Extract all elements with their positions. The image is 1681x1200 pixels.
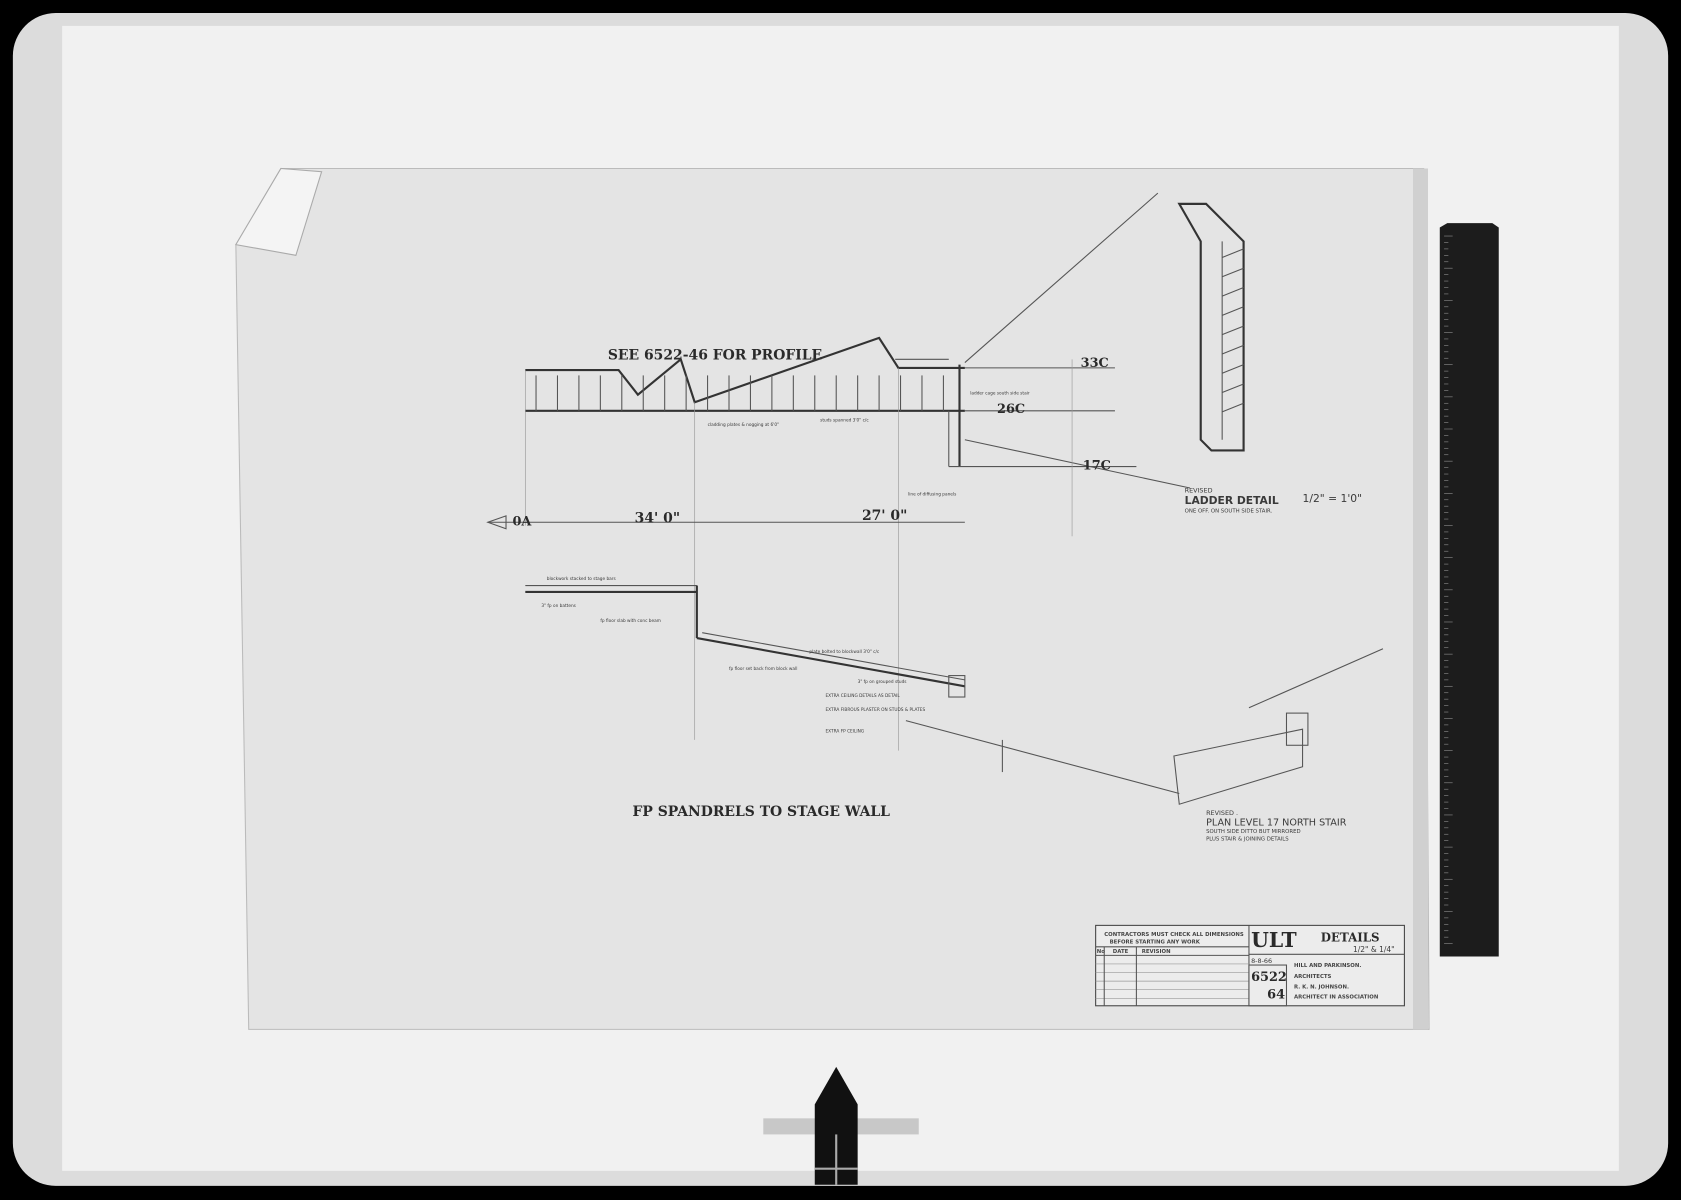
section-note: blockwork stacked to stage bars	[547, 576, 617, 582]
folded-corner	[234, 167, 323, 256]
col-date: DATE	[1113, 949, 1129, 955]
architect-1: HILL AND PARKINSON.	[1294, 963, 1361, 969]
ladder-rung	[1221, 325, 1244, 336]
section-note: 3" fp on battens	[541, 603, 576, 609]
drawing-sheet	[234, 167, 1430, 1030]
sheet-title: DETAILS	[1321, 930, 1380, 944]
contractors-note-2: BEFORE STARTING ANY WORK	[1110, 940, 1201, 946]
ladder-rung	[1221, 383, 1244, 394]
section-title: FP SPANDRELS TO STAGE WALL	[633, 804, 891, 820]
ladder-revised: REVISED	[1185, 486, 1213, 494]
section-note: EXTRA CEILING DETAILS AS DETAIL	[825, 693, 900, 699]
ladder-rung	[1221, 286, 1244, 297]
level-26c: 26C	[997, 402, 1025, 417]
sheet-number: 64	[1267, 987, 1285, 1002]
dimension-34ft: 34' 0"	[635, 510, 680, 526]
ladder-rung	[1221, 344, 1244, 355]
grid-label-0a: 0A	[512, 514, 532, 529]
section-note: fp floor set back from block wall	[729, 666, 797, 672]
spandrel-elevation: SEE 6522-46 FOR PROFILE 33C 26C 17C stud…	[486, 192, 1191, 751]
profile-note: SEE 6522-46 FOR PROFILE	[608, 347, 822, 363]
ladder-detail: REVISED LADDER DETAIL 1/2" = 1'0" ONE OF…	[1177, 202, 1363, 515]
sheet-scale: 1/2" & 1/4"	[1353, 945, 1395, 954]
contractors-note: CONTRACTORS MUST CHECK ALL DIMENSIONS	[1104, 932, 1244, 938]
ladder-scale: 1/2" = 1'0"	[1303, 492, 1363, 505]
stair-sub2: PLUS STAIR & JOINING DETAILS	[1206, 837, 1289, 843]
section-note: EXTRA FIBROUS PLASTER ON STUDS & PLATES	[825, 707, 925, 713]
note: line of diffusing panels	[908, 491, 957, 497]
col-revision: REVISION	[1142, 949, 1171, 955]
section-note: EXTRA FP CEILING	[825, 728, 864, 734]
ladder-sub: ONE OFF. ON SOUTH SIDE STAIR.	[1185, 509, 1273, 515]
section-note: plate bolted to blockwall 3'0" c/c	[809, 649, 880, 655]
note: ladder cage south side stair	[970, 391, 1030, 397]
spandrel-section: blockwork stacked to stage bars 3" fp on …	[525, 576, 1180, 820]
section-note: fp floor slab with conc beam	[600, 618, 661, 624]
ladder-rung	[1221, 248, 1244, 258]
level-17c: 17C	[1083, 459, 1111, 474]
section-note: 3" fp on grouped studs	[858, 679, 908, 685]
stair-plan: REVISED . PLAN LEVEL 17 NORTH STAIR SOUT…	[1173, 648, 1384, 843]
stair-revised: REVISED .	[1206, 809, 1238, 817]
architect-4: ARCHITECT IN ASSOCIATION	[1294, 994, 1378, 1000]
architect-3: R. K. N. JOHNSON.	[1294, 985, 1349, 991]
job-number: 6522	[1251, 970, 1287, 985]
stair-title: PLAN LEVEL 17 NORTH STAIR	[1206, 818, 1347, 829]
col-no: No	[1097, 949, 1105, 955]
ladder-title: LADDER DETAIL	[1185, 494, 1279, 507]
scale-ruler	[1439, 223, 1499, 957]
dimension-27ft: 27' 0"	[862, 508, 907, 524]
architect-2: ARCHITECTS	[1294, 974, 1332, 980]
ladder-rung	[1221, 364, 1244, 374]
title-block: CONTRACTORS MUST CHECK ALL DIMENSIONS BE…	[1095, 924, 1405, 1007]
ult-logo: ULT	[1251, 928, 1297, 952]
date-mark: 8-8-66	[1251, 957, 1272, 965]
note: cladding plates & nogging at 6'0"	[708, 422, 779, 428]
ladder-rung	[1221, 402, 1244, 413]
pointer-clip	[763, 1066, 919, 1185]
note: studs spanned 3'0" c/c	[820, 418, 869, 424]
ladder-rung	[1221, 267, 1244, 278]
level-33c: 33C	[1081, 356, 1109, 371]
stair-sub1: SOUTH SIDE DITTO BUT MIRRORED	[1206, 829, 1301, 835]
ladder-rung	[1221, 306, 1244, 316]
